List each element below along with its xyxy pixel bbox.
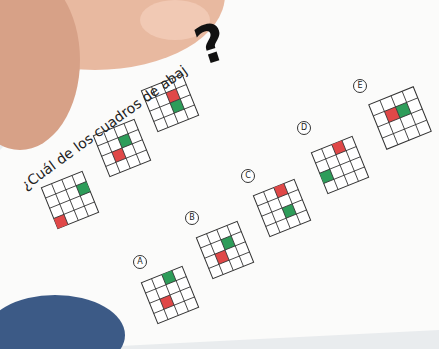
grid-line	[154, 297, 195, 313]
option-letter: B	[189, 214, 195, 222]
option-circle: C	[241, 169, 255, 183]
colored-cell	[160, 295, 174, 309]
puzzle-grid	[311, 136, 368, 193]
colored-cell	[282, 204, 296, 218]
option-circle: A	[133, 255, 147, 269]
colored-cell	[54, 214, 68, 228]
puzzle-grid	[196, 221, 253, 278]
puzzle-grid	[41, 171, 98, 228]
option-letter: A	[137, 258, 142, 266]
grid-line	[154, 105, 195, 121]
grid-frame	[253, 179, 310, 236]
grid-frame	[141, 266, 198, 323]
grid-line	[209, 252, 250, 268]
option-circle: D	[297, 121, 311, 135]
colored-cell	[274, 183, 288, 197]
grid-frame	[196, 221, 253, 278]
colored-cell	[118, 134, 132, 148]
grid-frame	[311, 136, 368, 193]
option-letter: D	[301, 124, 307, 132]
option-letter: C	[245, 172, 251, 180]
colored-cell	[320, 169, 334, 183]
grid-line	[324, 167, 365, 183]
colored-cell	[170, 99, 184, 113]
hand-shadow	[0, 0, 80, 150]
colored-cell	[112, 148, 126, 162]
blue-cloth	[0, 295, 125, 349]
colored-cell	[332, 140, 346, 154]
option-circle: E	[353, 79, 367, 93]
colored-cell	[215, 250, 229, 264]
option-circle: B	[185, 211, 199, 225]
grid-line	[106, 150, 147, 166]
grid-line	[54, 202, 95, 218]
colored-cell	[76, 182, 90, 196]
grid-frame	[369, 87, 431, 149]
puzzle-grid	[141, 266, 198, 323]
grid-line	[382, 120, 427, 138]
puzzle-grid	[369, 87, 431, 149]
grid-frame	[41, 171, 98, 228]
colored-cell	[221, 236, 235, 250]
colored-cell	[396, 102, 412, 118]
grid-line	[266, 210, 307, 226]
colored-cell	[162, 270, 176, 284]
option-letter: E	[357, 82, 362, 90]
puzzle-grid	[253, 179, 310, 236]
